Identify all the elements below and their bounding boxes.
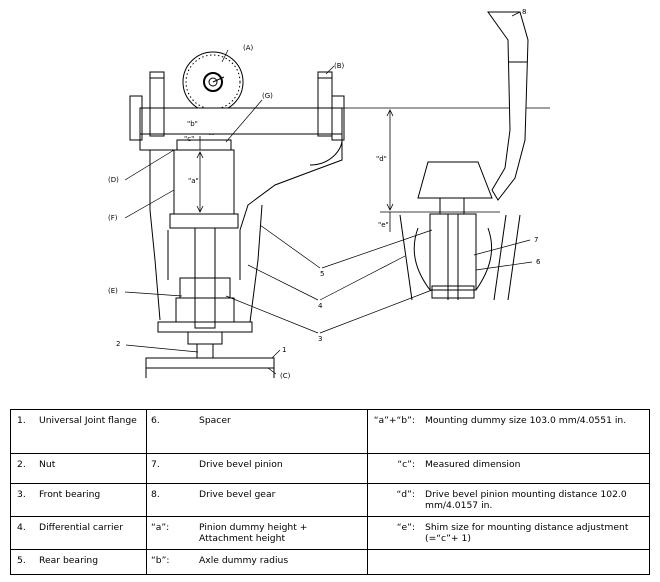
legend-text (421, 550, 649, 559)
legend-key: 1. (17, 415, 26, 426)
callout-4: 4 (318, 302, 323, 310)
legend-text: Front bearing (39, 489, 101, 500)
drive-bevel-gear (487, 11, 529, 201)
legend-text: Spacer (199, 415, 231, 426)
legend-text: Drive bevel gear (199, 489, 276, 500)
callout-G: (G) (262, 92, 273, 100)
legend-key: “e”: (396, 522, 415, 533)
callout-6: 6 (536, 258, 541, 266)
callout-b: "b" (187, 120, 198, 128)
callout-c: "c" (184, 135, 194, 143)
callout-e: "e" (378, 221, 389, 229)
differential-carrier (139, 134, 343, 323)
legend-text: Shim size for mounting distance adjustme… (425, 522, 629, 544)
legend-key: 6. (151, 415, 160, 426)
legend-row: 2. Nut 7. Drive bevel pinion “c”: Measured … (10, 453, 650, 484)
legend-text: Mounting dummy size 103.0 mm/4.0551 in. (425, 415, 627, 426)
callout-3: 3 (318, 335, 322, 343)
callout-a: "a" (188, 177, 199, 185)
callout-E: (E) (108, 287, 118, 295)
legend-key: “c”: (397, 459, 415, 470)
legend-row: 3. Front bearing 8. Drive bevel gear “d”: D… (10, 483, 650, 517)
callout-d: "d" (376, 155, 387, 163)
callout-1: 1 (282, 346, 286, 354)
legend-key: 7. (151, 459, 160, 470)
callout-8: 8 (522, 8, 526, 16)
legend-key (368, 550, 421, 559)
callout-C: (C) (280, 372, 291, 380)
legend-text: Drive bevel pinion (199, 459, 283, 470)
legend-key: “a”+“b”: (373, 415, 415, 426)
callout-A: (A) (243, 44, 254, 52)
legend-text: Drive bevel pinion mounting distance 102… (425, 489, 627, 511)
dial-gauge (182, 51, 244, 135)
legend-row: 1. Universal Joint flange 6. Spacer “a”+“b… (10, 409, 650, 454)
universal-joint-flange (145, 357, 275, 378)
legend-text: Rear bearing (39, 555, 99, 566)
leader-lines (124, 11, 533, 375)
legend-key: “b”: (151, 555, 170, 566)
callout-B: (B) (334, 62, 345, 70)
callout-F: (F) (108, 214, 118, 222)
legend-key: 4. (17, 522, 26, 533)
callout-5: 5 (320, 270, 324, 278)
pinion-dummy (173, 149, 235, 215)
legend-key: 2. (17, 459, 26, 470)
legend-text: Nut (39, 459, 56, 470)
technical-diagram: (A) (B) (G) "b" "c" (D) "a" (F) "d" "e" … (108, 8, 550, 380)
legend-text: Axle dummy radius (199, 555, 289, 566)
legend-key: 5. (17, 555, 26, 566)
callout-7: 7 (534, 236, 538, 244)
legend-key: 3. (17, 489, 26, 500)
callout-2: 2 (116, 340, 120, 348)
legend-text: Differential carrier (39, 522, 123, 533)
legend-text: Universal Joint flange (39, 415, 137, 426)
legend-row: 4. Differential carrier “a”: Pinion dummy … (10, 516, 650, 550)
legend-text: Pinion dummy height + Attachment height (199, 522, 308, 544)
gauge-bar (129, 71, 345, 141)
callout-D: (D) (108, 176, 119, 184)
pinion-shaft (157, 227, 253, 359)
legend-table: 1. Universal Joint flange 6. Spacer “a”+“b… (10, 409, 650, 575)
drive-bevel-pinion (399, 161, 521, 301)
legend-key: 8. (151, 489, 160, 500)
legend-text: Measured dimension (425, 459, 521, 470)
legend-row: 5. Rear bearing “b”: Axle dummy radius (10, 549, 650, 575)
legend-key: “a”: (151, 522, 170, 533)
legend-key: “d”: (396, 489, 415, 500)
